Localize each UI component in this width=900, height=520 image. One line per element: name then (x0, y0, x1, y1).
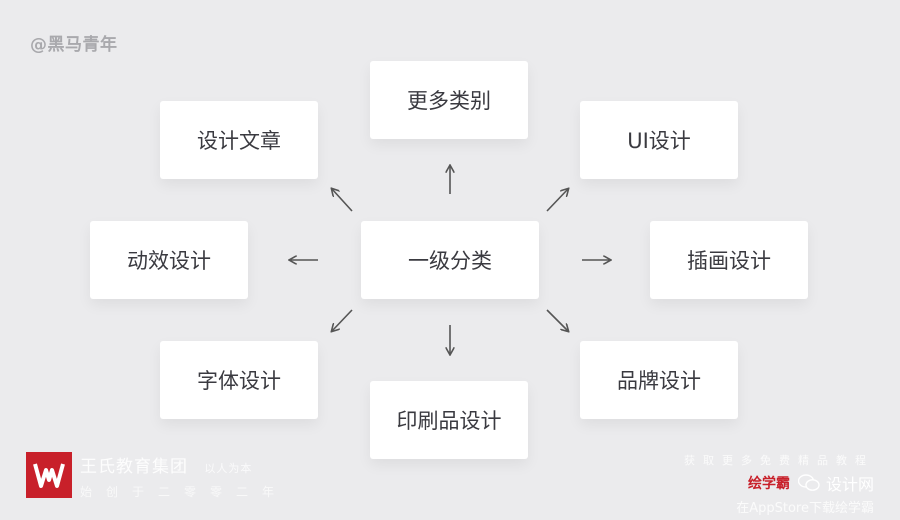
node-bottom-right: 品牌设计 (580, 341, 738, 419)
footer-promo: 获取更多免费精品教程 (684, 454, 874, 467)
arrow-icon-upleft (332, 189, 353, 212)
footer-company-name: 王氏教育集团 (80, 457, 188, 477)
footer-slogan: 以人为本 (204, 462, 253, 475)
footer-left: 王氏教育集团 以人为本 始创于二零零二年 (80, 452, 288, 500)
node-bottom-left: 字体设计 (160, 341, 318, 419)
node-right: 插画设计 (650, 221, 808, 299)
arrow-icon-downleft (332, 309, 353, 331)
footer-founded: 始创于二零零二年 (80, 485, 289, 499)
watermark-handle: @黑马青年 (30, 35, 118, 55)
arrow-icon-upright (546, 189, 568, 212)
arrow-icon-downright (546, 309, 568, 331)
footer-brand: 绘学霸 (747, 476, 790, 492)
footer-right: 获取更多免费精品教程 绘学霸 设计网 在AppStore下载绘学霸 (669, 452, 874, 516)
node-center: 一级分类 (361, 221, 539, 299)
node-bottom: 印刷品设计 (370, 381, 528, 459)
node-left: 动效设计 (90, 221, 248, 299)
node-top: 更多类别 (370, 61, 528, 139)
footer-appstore: 在AppStore下载绘学霸 (736, 501, 874, 516)
footer-wechat-name: 设计网 (825, 475, 874, 494)
node-top-left: 设计文章 (160, 101, 318, 179)
node-top-right: UI设计 (580, 101, 738, 179)
wechat-icon (797, 474, 820, 491)
logo-icon (26, 452, 72, 498)
